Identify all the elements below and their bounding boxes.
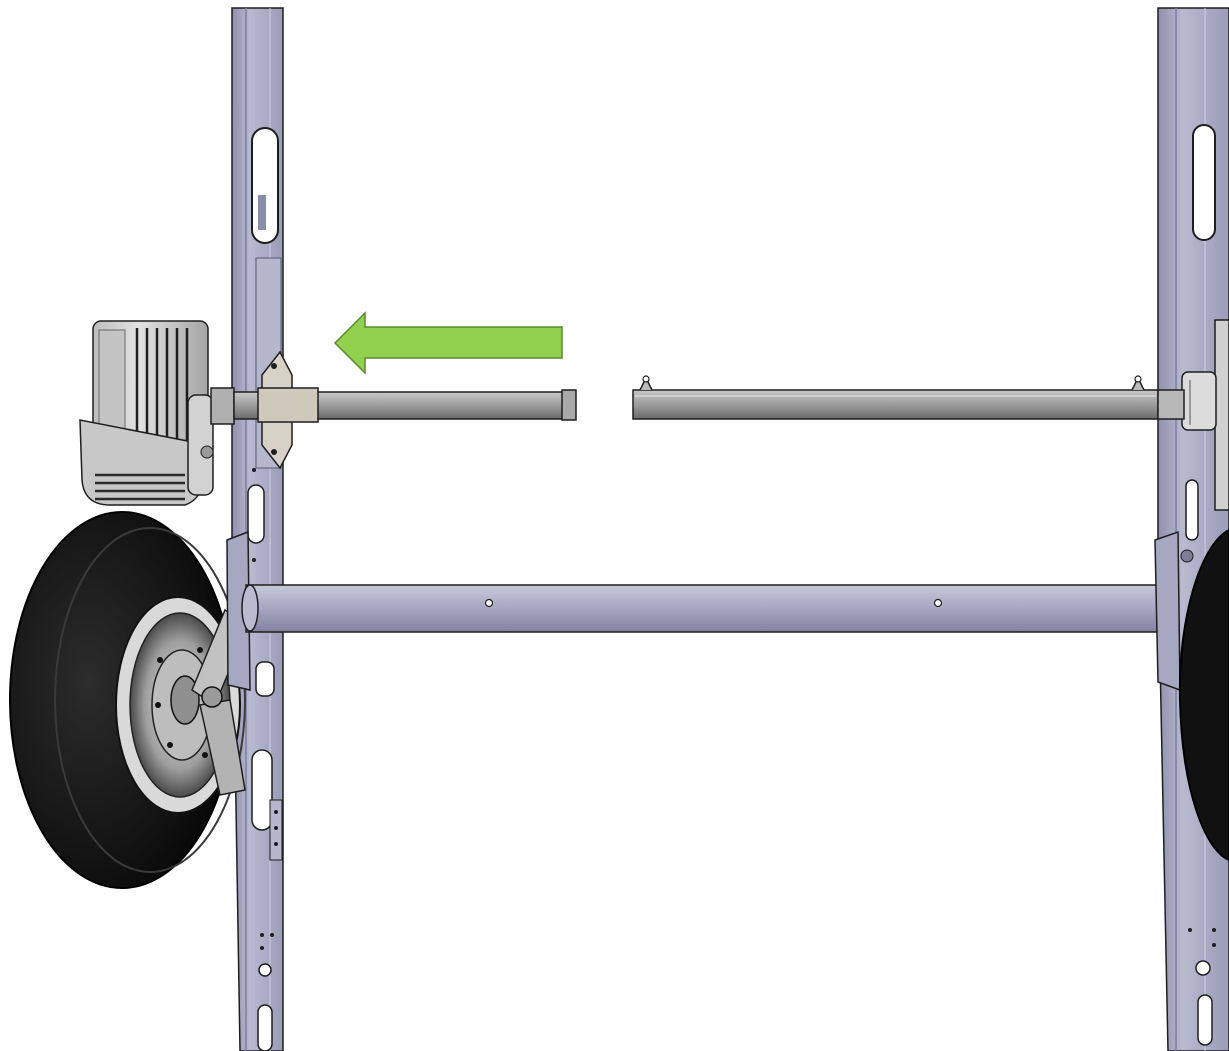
left-post-slot bbox=[247, 484, 265, 544]
right-frame-post bbox=[1157, 7, 1229, 1051]
tube-hole bbox=[933, 598, 943, 608]
left-post-slot bbox=[255, 661, 275, 697]
arrow-left-icon bbox=[333, 311, 563, 375]
tube-hole bbox=[484, 598, 494, 608]
wheel-icon bbox=[9, 511, 246, 889]
wheel-support-arm bbox=[191, 530, 251, 796]
right-post-slot bbox=[1185, 479, 1199, 541]
lower-cross-tube bbox=[241, 530, 1194, 692]
wheel-icon bbox=[1178, 528, 1229, 862]
drive-shaft-right bbox=[632, 375, 1185, 420]
drive-shaft-left bbox=[233, 350, 577, 470]
left-post-slot bbox=[257, 1004, 273, 1051]
gear-motor-icon bbox=[79, 320, 235, 506]
left-frame-post bbox=[231, 7, 284, 1051]
right-post-slot bbox=[1192, 124, 1216, 241]
left-post-slot bbox=[251, 749, 273, 831]
